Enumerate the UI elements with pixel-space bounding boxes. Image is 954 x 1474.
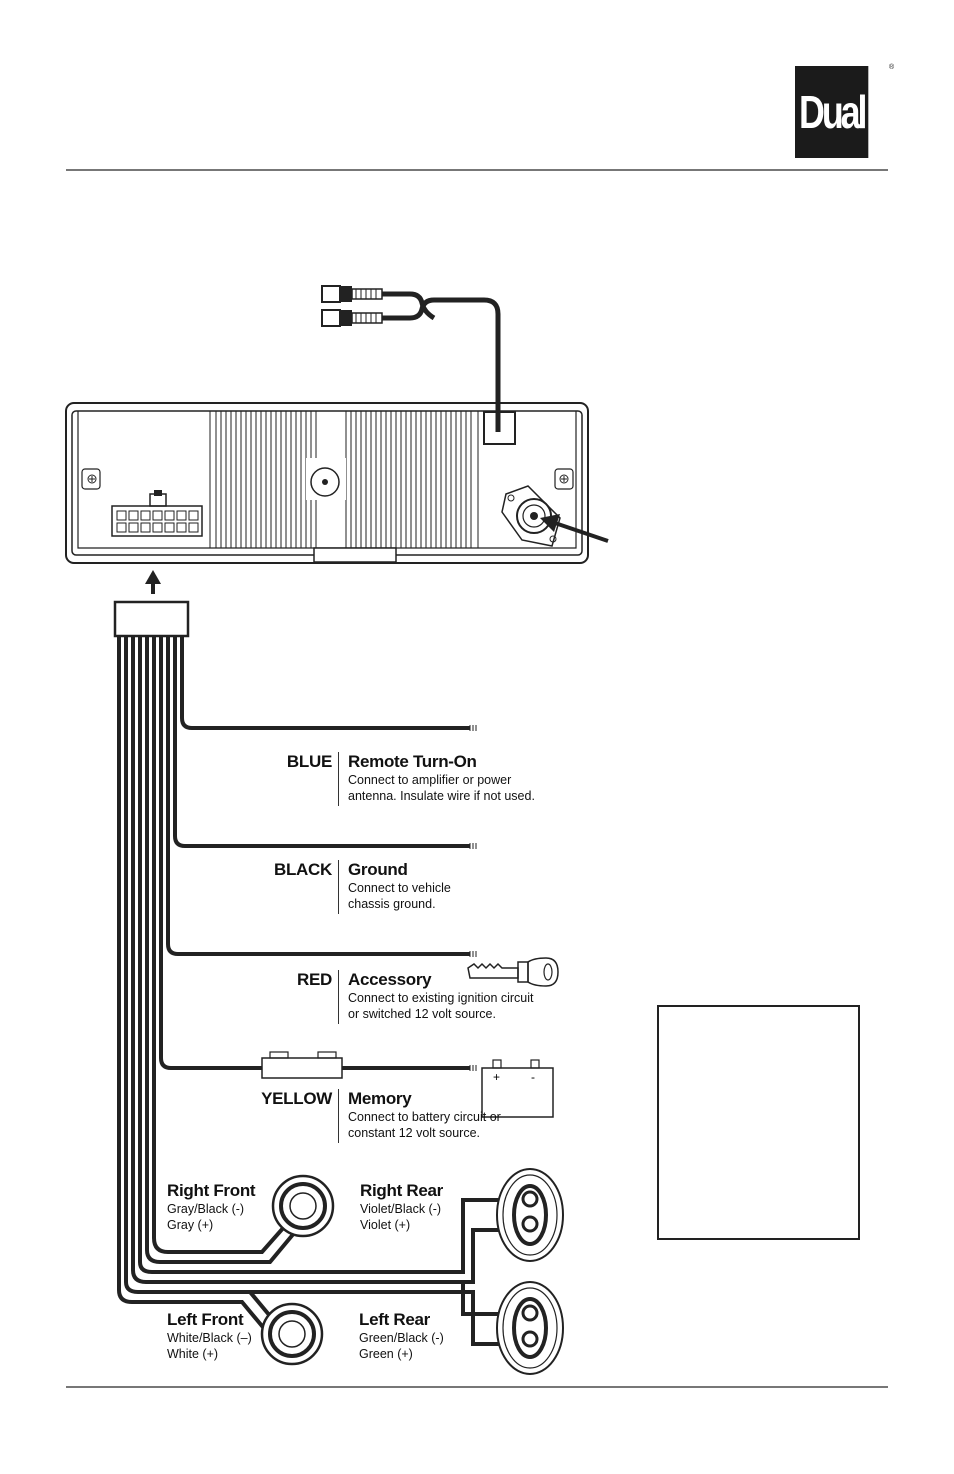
speaker-title-right-front: Right Front bbox=[167, 1181, 256, 1200]
speaker-title-left-rear: Left Rear bbox=[359, 1310, 430, 1329]
harness-wires bbox=[159, 636, 470, 1070]
speaker-pos-left-front: White (+) bbox=[167, 1347, 219, 1361]
wire-color-yellow: YELLOW bbox=[261, 1089, 332, 1108]
dual-logo: Dual bbox=[795, 66, 869, 158]
speaker-pos-left-rear: Green (+) bbox=[359, 1347, 413, 1361]
harness-plug bbox=[113, 600, 190, 638]
battery-minus: - bbox=[531, 1070, 535, 1084]
divider bbox=[338, 970, 339, 1024]
speaker-icon-left-front bbox=[260, 1302, 324, 1366]
screw-icon bbox=[554, 468, 574, 490]
divider bbox=[338, 860, 339, 914]
divider bbox=[338, 1089, 339, 1143]
wire-color-red: RED bbox=[297, 970, 332, 989]
rca-cable-icon bbox=[321, 285, 516, 445]
fuse-icon bbox=[261, 1051, 343, 1079]
speaker-pos-right-rear: Violet (+) bbox=[360, 1218, 411, 1232]
red-wire bbox=[166, 636, 470, 956]
ignition-key-icon bbox=[467, 957, 559, 987]
battery-icon bbox=[481, 1059, 554, 1118]
speaker-title-left-front: Left Front bbox=[167, 1310, 244, 1329]
wire-desc-accessory: Connect to existing ignition circuit or … bbox=[348, 991, 534, 1021]
black-wire bbox=[173, 636, 470, 848]
speaker-icon-right-rear bbox=[496, 1168, 564, 1262]
info-box bbox=[657, 1005, 860, 1240]
wire-title-accessory: Accessory bbox=[348, 970, 432, 989]
speaker-wires bbox=[117, 636, 500, 1346]
wire-desc-remote: Connect to amplifier or power antenna. I… bbox=[348, 773, 535, 803]
wire-title-remote: Remote Turn-On bbox=[348, 752, 477, 771]
battery-plus: + bbox=[493, 1070, 500, 1084]
speaker-neg-right-front: Gray/Black (-) bbox=[167, 1202, 245, 1216]
wire-title-ground: Ground bbox=[348, 860, 408, 879]
wire-color-black: BLACK bbox=[274, 860, 332, 879]
speaker-neg-left-rear: Green/Black (-) bbox=[359, 1331, 444, 1345]
blue-wire bbox=[180, 636, 470, 730]
speaker-neg-left-front: White/Black (–) bbox=[167, 1331, 252, 1345]
screw-icon bbox=[81, 468, 101, 490]
wire-title-memory: Memory bbox=[348, 1089, 412, 1108]
speaker-title-right-rear: Right Rear bbox=[360, 1181, 443, 1200]
registered-mark: ® bbox=[889, 64, 895, 71]
wire-desc-ground: Connect to vehicle chassis ground. bbox=[348, 881, 451, 911]
heat-sink bbox=[209, 410, 479, 549]
yellow-wire bbox=[159, 636, 470, 1070]
wire-color-blue: BLUE bbox=[286, 752, 332, 771]
speaker-icon-right-front bbox=[271, 1174, 335, 1238]
divider bbox=[338, 752, 339, 806]
up-arrow-icon bbox=[145, 570, 161, 594]
speaker-icon-left-rear bbox=[496, 1281, 564, 1375]
speaker-pos-right-front: Gray (+) bbox=[167, 1218, 214, 1232]
harness-socket-icon bbox=[111, 490, 203, 537]
antenna-arrow-icon bbox=[540, 514, 609, 543]
speaker-neg-right-rear: Violet/Black (-) bbox=[360, 1202, 442, 1216]
head-unit-chassis bbox=[65, 402, 609, 564]
wire-desc-memory: Connect to battery circuit or constant 1… bbox=[348, 1110, 501, 1140]
